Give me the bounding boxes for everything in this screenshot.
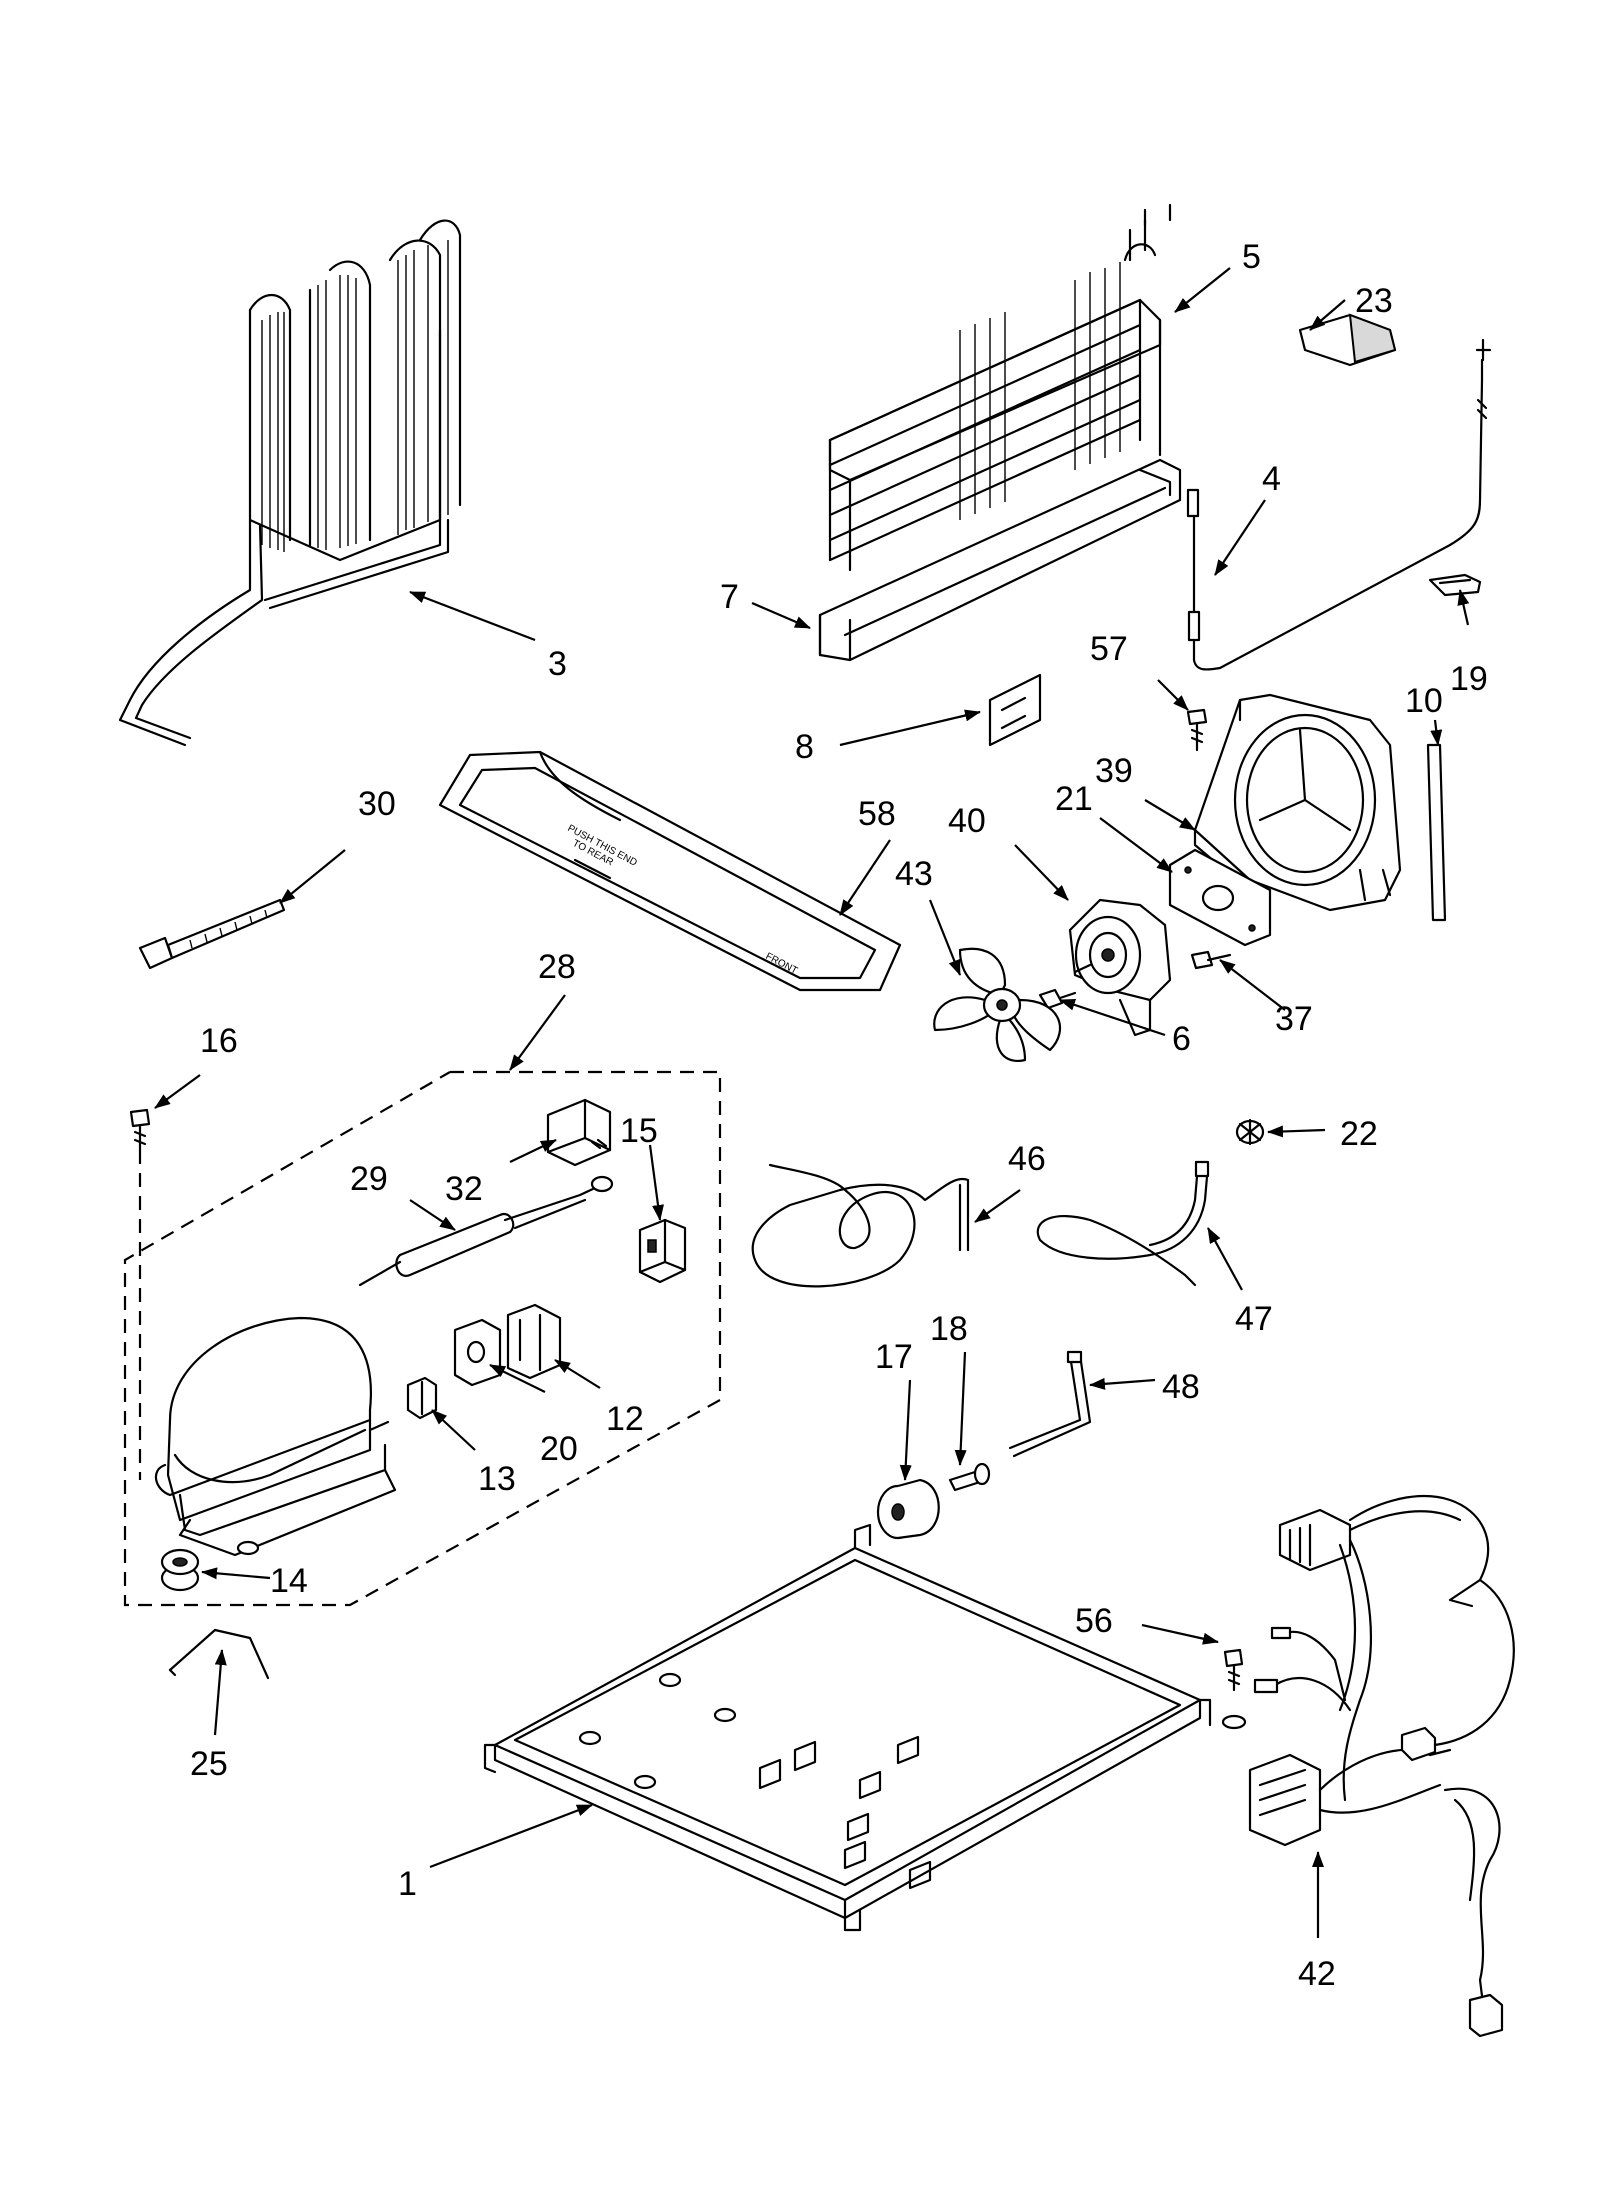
callout-19: 19 <box>1450 660 1488 698</box>
drain-trough-part <box>818 458 1182 662</box>
callout-57: 57 <box>1090 630 1128 668</box>
roller-part <box>876 1478 940 1540</box>
cable-tie-part <box>138 898 286 970</box>
callout-16: 16 <box>200 1022 238 1060</box>
callout-42: 42 <box>1298 1955 1336 1993</box>
overload-12-part <box>506 1303 562 1380</box>
connector-13-part <box>406 1376 438 1420</box>
callout-46: 46 <box>1008 1140 1046 1178</box>
callout-32: 32 <box>445 1170 483 1208</box>
tube-48-part <box>1008 1350 1092 1458</box>
sensor-wire-part <box>1186 338 1492 671</box>
callout-8: 8 <box>795 728 814 766</box>
fan-motor-part <box>1068 898 1172 1037</box>
fan-shroud-part <box>1193 693 1402 912</box>
relay-15-part <box>638 1218 687 1284</box>
base-pan-part <box>483 1523 1212 1932</box>
callout-40: 40 <box>948 802 986 840</box>
callout-15: 15 <box>620 1112 658 1150</box>
callout-29: 29 <box>350 1160 388 1198</box>
tube-47-part <box>1036 1160 1210 1287</box>
callout-3: 3 <box>548 645 567 683</box>
callout-6: 6 <box>1172 1020 1191 1058</box>
cover-32-part <box>546 1098 612 1167</box>
pad-part <box>1298 313 1397 367</box>
callout-48: 48 <box>1162 1368 1200 1406</box>
callout-30: 30 <box>358 785 396 823</box>
condenser-coil-part <box>118 219 462 747</box>
callout-17: 17 <box>875 1338 913 1376</box>
callout-1: 1 <box>398 1865 417 1903</box>
leader-lines <box>154 267 1470 1938</box>
evaporator-part <box>828 203 1172 572</box>
callout-7: 7 <box>720 578 739 616</box>
callout-37: 37 <box>1275 1000 1313 1038</box>
callout-22: 22 <box>1340 1115 1378 1153</box>
compressor-part <box>154 1316 397 1557</box>
callout-numbers: 3 5 23 4 7 8 19 57 10 39 21 40 30 58 43 … <box>190 238 1488 1993</box>
screw-37-part <box>1190 950 1232 970</box>
screw-56-part <box>1221 1648 1247 1730</box>
callout-14: 14 <box>270 1562 308 1600</box>
grommet-22-part <box>1235 1118 1265 1146</box>
callout-58: 58 <box>858 795 896 833</box>
clip-part <box>1428 573 1482 597</box>
bracket-part <box>988 673 1042 747</box>
callout-4: 4 <box>1262 460 1281 498</box>
callout-18: 18 <box>930 1310 968 1348</box>
callout-47: 47 <box>1235 1300 1273 1338</box>
callout-43: 43 <box>895 855 933 893</box>
gasket-plate-part <box>1168 848 1272 947</box>
screw-16-part <box>129 1108 151 1480</box>
strip-part <box>1426 743 1447 922</box>
callout-21: 21 <box>1055 780 1093 818</box>
clip-25-part <box>168 1628 270 1680</box>
compressor-assembly-group <box>123 1070 722 1607</box>
fan-blade-part <box>933 947 1061 1063</box>
screw-57-part <box>1186 708 1208 752</box>
callout-28: 28 <box>538 948 576 986</box>
callout-39: 39 <box>1095 752 1133 790</box>
drier-part <box>358 1175 614 1287</box>
relay-20-part <box>453 1318 502 1387</box>
tube-46-part <box>751 1163 970 1288</box>
drain-pan-part: PUSH THIS END TO REAR FRONT <box>438 750 902 992</box>
callout-10: 10 <box>1405 682 1443 720</box>
grommet-part <box>160 1548 200 1592</box>
callout-23: 23 <box>1355 282 1393 320</box>
axle-pin-part <box>948 1462 991 1492</box>
callout-25: 25 <box>190 1745 228 1783</box>
callout-20: 20 <box>540 1430 578 1468</box>
callout-13: 13 <box>478 1460 516 1498</box>
wiring-harness-part <box>1248 1494 1515 2038</box>
callout-5: 5 <box>1242 238 1261 276</box>
callout-56: 56 <box>1075 1602 1113 1640</box>
callout-12: 12 <box>606 1400 644 1438</box>
